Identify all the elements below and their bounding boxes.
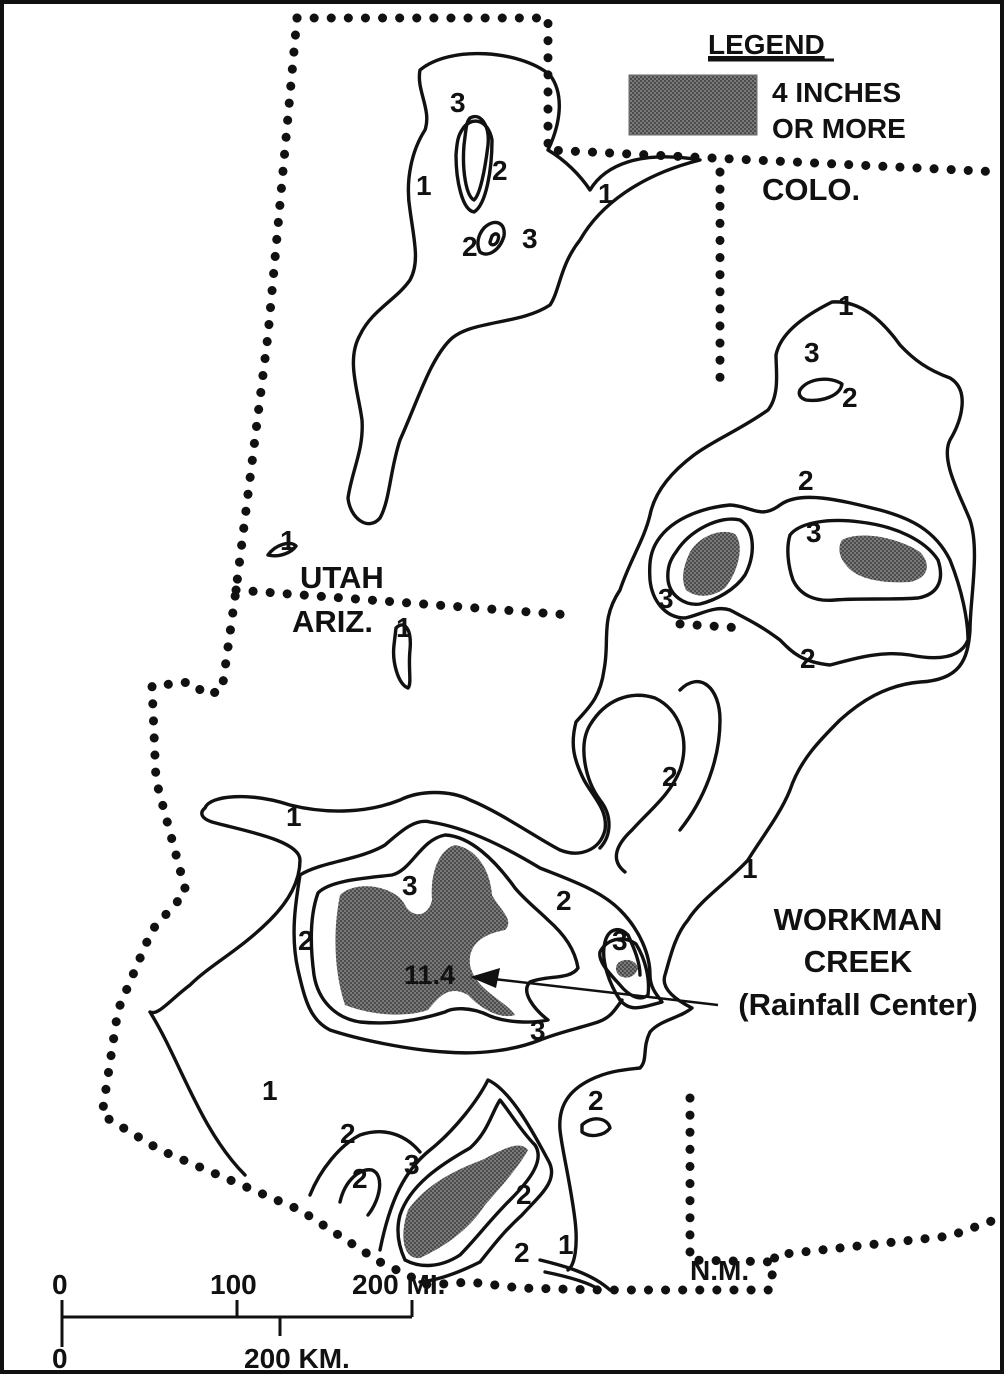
- isohyet-label: 2: [516, 1179, 532, 1210]
- contour-2-colorado-small: [797, 377, 844, 403]
- isohyet-label: 3: [806, 517, 822, 548]
- isohyet-label: 3: [450, 87, 466, 118]
- heavy-rain-areas: [335, 531, 927, 1259]
- isohyet-label: 1: [598, 178, 614, 209]
- legend-swatch: [628, 74, 758, 136]
- isohyet-label: 2: [514, 1237, 530, 1268]
- isohyet-label: 2: [298, 925, 314, 956]
- legend: LEGEND 4 INCHES OR MORE: [628, 29, 906, 144]
- scale-km-tick: 200 KM.: [244, 1343, 350, 1374]
- rainfall-center-label: WORKMAN CREEK (Rainfall Center) 11.4: [404, 902, 978, 1022]
- rainfall-center-arrow: [470, 968, 719, 1007]
- isohyet-label: 3: [612, 925, 628, 956]
- contour-2-south-small: [580, 1117, 612, 1138]
- contour-1-arizona-small: [391, 623, 412, 690]
- heavy-area-colorado-east: [839, 535, 927, 583]
- isohyet-label: 3: [402, 870, 418, 901]
- contour-2-loop-mid: [582, 679, 722, 874]
- contour-2-south-west: [308, 1130, 422, 1217]
- isohyet-label: 3: [658, 583, 674, 614]
- scale-mile-tick: 100: [210, 1269, 257, 1300]
- scale-km-tick: 0: [52, 1343, 68, 1374]
- rainfall-center-name-line3: (Rainfall Center): [738, 987, 977, 1022]
- isohyet-label: 3: [804, 337, 820, 368]
- isohyet-label: 2: [662, 761, 678, 792]
- contour-2-colorado: [647, 495, 970, 667]
- contour-2-south: [378, 1078, 554, 1284]
- isohyet-label: 2: [842, 382, 858, 413]
- rainfall-center-name-line2: CREEK: [804, 944, 913, 979]
- isohyet-label: 2: [588, 1085, 604, 1116]
- heavy-area-colorado-west: [683, 531, 740, 596]
- state-label-colorado: COLO.: [762, 172, 860, 207]
- state-label-utah: UTAH: [300, 560, 384, 595]
- isohyet-label: 3: [530, 1015, 546, 1046]
- isohyet-label: 2: [340, 1118, 356, 1149]
- contour-2-main: [292, 819, 664, 1055]
- rainfall-center-value: 11.4: [404, 960, 455, 990]
- contour-2-north-a: [454, 119, 494, 214]
- contour-3-north-a: [461, 114, 490, 202]
- scale-mile-tick: 0: [52, 1269, 68, 1300]
- isohyet-label: 2: [556, 885, 572, 916]
- isohyet-label: 1: [416, 170, 432, 201]
- isohyet-label: 3: [404, 1149, 420, 1180]
- isohyet-contours: [148, 51, 977, 1292]
- isohyet-label: 1: [838, 290, 854, 321]
- new-mexico-west-border: [685, 1093, 780, 1267]
- isohyet-label: 1: [396, 612, 412, 643]
- isohyet-label: 2: [462, 231, 478, 262]
- isohyet-label: 1: [558, 1229, 574, 1260]
- legend-swatch-label-line2: OR MORE: [772, 113, 906, 144]
- scale-bar: 0 100 200 MI. 0 200 KM.: [52, 1269, 445, 1374]
- isohyet-label: 2: [798, 465, 814, 496]
- utah-west-border: [97, 13, 1004, 1295]
- isohyet-label: 1: [742, 853, 758, 884]
- heavy-area-south: [403, 1145, 528, 1259]
- contour-3-north-b: [488, 232, 501, 247]
- contour-3-east-small: [598, 937, 651, 1000]
- contour-1-main: [148, 300, 977, 1272]
- heavy-area-east-small: [615, 959, 638, 978]
- contour-3-colorado-west: [666, 517, 754, 606]
- isohyet-label: 3: [522, 223, 538, 254]
- contour-3-colorado-east: [786, 518, 943, 603]
- isohyet-label: 2: [352, 1163, 368, 1194]
- rainfall-center-name-line1: WORKMAN: [774, 902, 943, 937]
- contour-3-south: [396, 1098, 540, 1268]
- isohyet-label: 2: [800, 643, 816, 674]
- contour-2-north-b: [476, 220, 506, 256]
- isohyet-label: 2: [492, 155, 508, 186]
- isohyet-label: 1: [280, 525, 296, 556]
- state-label-new-mexico: N.M.: [690, 1255, 749, 1286]
- contour-1-utah-small: [266, 541, 298, 558]
- heavy-area-central-arizona: [335, 845, 515, 1017]
- utah-south-border: [231, 585, 575, 620]
- contour-1-south-east: [538, 1258, 612, 1292]
- contour-1-north: [346, 51, 702, 526]
- state-borders: [97, 13, 1004, 1295]
- isohyet-label: 1: [286, 801, 302, 832]
- four-corners-stub: [675, 619, 747, 633]
- scale-mile-tick: 200 MI.: [352, 1269, 445, 1300]
- state-labels: COLO. UTAH ARIZ. N.M.: [292, 172, 860, 1286]
- isohyet-labels: 3 2 1 2 3 1 1 3 2 2 3 3 2 1 1 2 1 1 3 2 …: [262, 87, 858, 1268]
- state-label-arizona: ARIZ.: [292, 604, 373, 639]
- isohyet-label: 1: [262, 1075, 278, 1106]
- legend-title: LEGEND: [708, 29, 825, 60]
- legend-swatch-label-line1: 4 INCHES: [772, 77, 901, 108]
